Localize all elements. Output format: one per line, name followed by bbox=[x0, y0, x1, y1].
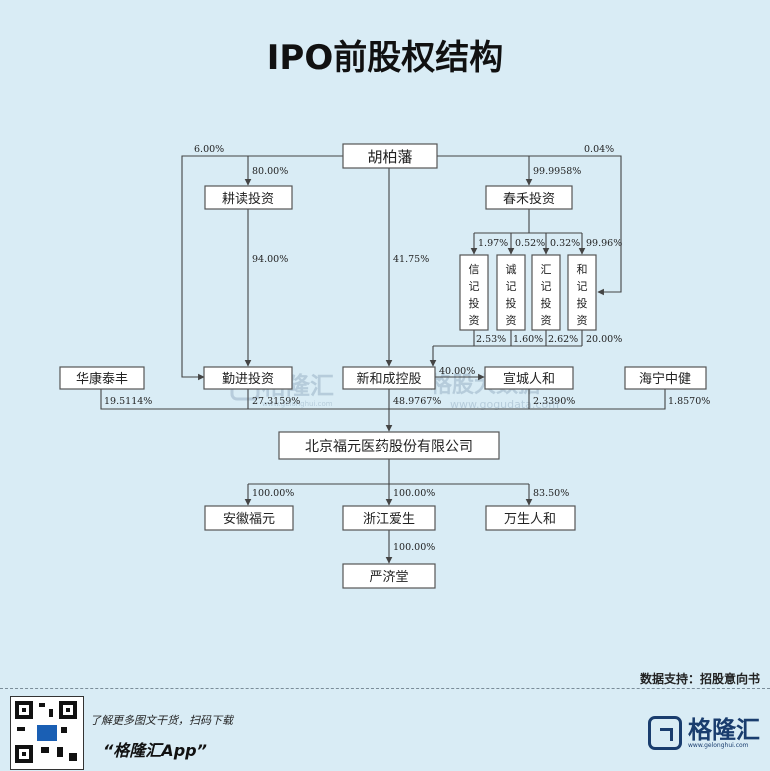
brand-logo-icon bbox=[648, 716, 682, 750]
brand-url: www.gelonghui.com bbox=[688, 741, 749, 749]
node-xinhe: 新和成控股 bbox=[342, 366, 436, 390]
svg-text:春禾投资: 春禾投资 bbox=[503, 191, 555, 207]
footer-tip: 了解更多图文干货，扫码下载 bbox=[90, 714, 233, 727]
svg-text:勤进投资: 勤进投资 bbox=[222, 371, 274, 387]
svg-text:诚记投资: 诚记投资 bbox=[506, 263, 517, 327]
edge-label: 27.3159% bbox=[252, 396, 300, 407]
edge-label: 83.50% bbox=[533, 488, 569, 499]
node-chunhe: 春禾投资 bbox=[485, 185, 573, 210]
qr-code-icon[interactable] bbox=[10, 696, 84, 770]
svg-text:胡柏藩: 胡柏藩 bbox=[367, 148, 412, 166]
node-wansheng: 万生人和 bbox=[485, 505, 576, 531]
edge-label: 2.62% bbox=[548, 334, 578, 345]
watermark-data-url: www.gogudata.com bbox=[450, 398, 559, 411]
node-gengdu: 耕读投资 bbox=[204, 185, 293, 210]
footer-app-name: “格隆汇App” bbox=[103, 741, 207, 760]
edge-label: 41.75% bbox=[393, 254, 429, 265]
edge-label: 100.00% bbox=[252, 488, 294, 499]
svg-text:和记投资: 和记投资 bbox=[577, 263, 588, 327]
node-yanjitang: 严济堂 bbox=[342, 563, 436, 589]
edge-label: 99.96% bbox=[586, 238, 622, 249]
data-source: 数据支持：招股意向书 bbox=[639, 672, 760, 686]
node-beijing: 北京福元医药股份有限公司 bbox=[278, 431, 500, 460]
svg-text:严济堂: 严济堂 bbox=[369, 570, 408, 585]
node-hu: 胡柏藩 bbox=[342, 143, 438, 169]
edge-labels: 6.00% 80.00% 99.9958% 0.04% 94.00% 41.75… bbox=[104, 144, 710, 553]
node-chengji: 诚记投资 bbox=[496, 254, 526, 331]
svg-text:新和成控股: 新和成控股 bbox=[356, 371, 421, 387]
node-haining: 海宁中健 bbox=[624, 366, 707, 390]
edge-label: 1.60% bbox=[513, 334, 543, 345]
svg-text:安徽福元: 安徽福元 bbox=[223, 512, 275, 527]
node-huakang: 华康泰丰 bbox=[59, 366, 145, 390]
svg-text:信记投资: 信记投资 bbox=[469, 263, 480, 327]
edge-label: 94.00% bbox=[252, 254, 288, 265]
watermark-brand-url: www.gelonghui.com bbox=[262, 400, 333, 408]
node-huiji: 汇记投资 bbox=[531, 254, 561, 331]
edge-label: 20.00% bbox=[586, 334, 622, 345]
page-title: IPO前股权结构 bbox=[266, 38, 504, 78]
node-qinjin: 勤进投资 bbox=[203, 366, 293, 390]
node-heji: 和记投资 bbox=[567, 254, 597, 331]
edge-label: 1.8570% bbox=[668, 396, 710, 407]
edge-label: 40.00% bbox=[439, 366, 475, 377]
svg-text:万生人和: 万生人和 bbox=[504, 512, 556, 527]
node-xuancheng: 宣城人和 bbox=[484, 366, 574, 390]
edge-label: 0.04% bbox=[584, 144, 614, 155]
svg-text:汇记投资: 汇记投资 bbox=[541, 263, 552, 327]
node-zhejiang: 浙江爱生 bbox=[342, 505, 436, 531]
brand-logo: 格隆汇 www.gelonghui.com bbox=[648, 716, 760, 750]
node-xinji: 信记投资 bbox=[459, 254, 489, 331]
edge-label: 100.00% bbox=[393, 542, 435, 553]
svg-text:海宁中健: 海宁中健 bbox=[639, 371, 691, 387]
edge-label: 19.5114% bbox=[104, 396, 152, 407]
brand-name: 格隆汇 bbox=[688, 715, 760, 744]
edge-label: 80.00% bbox=[252, 166, 288, 177]
edge-label: 0.32% bbox=[550, 238, 580, 249]
edge-label: 2.53% bbox=[476, 334, 506, 345]
node-anhui: 安徽福元 bbox=[204, 505, 294, 531]
edge-label: 1.97% bbox=[478, 238, 508, 249]
footer-divider bbox=[0, 688, 770, 689]
edge-label: 100.00% bbox=[393, 488, 435, 499]
svg-text:华康泰丰: 华康泰丰 bbox=[76, 371, 128, 387]
edge-label: 6.00% bbox=[194, 144, 224, 155]
edge-label: 0.52% bbox=[515, 238, 545, 249]
connector-lines bbox=[100, 155, 666, 564]
edge-label: 48.9767% bbox=[393, 396, 441, 407]
svg-text:北京福元医药股份有限公司: 北京福元医药股份有限公司 bbox=[305, 439, 473, 455]
svg-text:宣城人和: 宣城人和 bbox=[503, 371, 555, 387]
svg-text:浙江爱生: 浙江爱生 bbox=[363, 512, 415, 527]
svg-text:耕读投资: 耕读投资 bbox=[222, 191, 274, 207]
edge-label: 99.9958% bbox=[533, 166, 581, 177]
edge-label: 2.3390% bbox=[533, 396, 575, 407]
